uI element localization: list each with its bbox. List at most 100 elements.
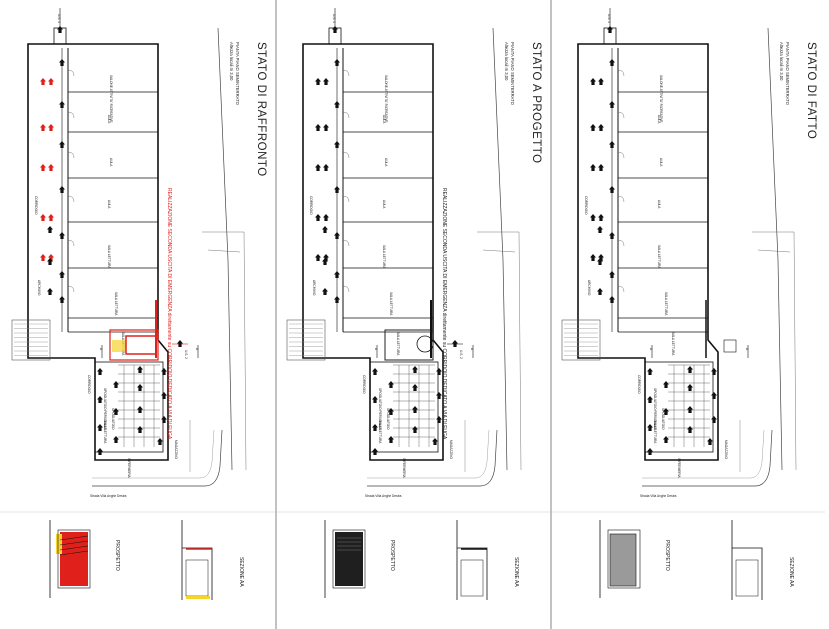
exit-arrow-icon: [598, 78, 604, 85]
exit-arrow-icon: [137, 384, 143, 391]
exit-arrow-icon: [315, 254, 321, 261]
arrow-shape: [598, 214, 604, 221]
arrow-shape: [40, 214, 46, 221]
arrow-shape: [412, 406, 418, 413]
exit-label: U.S. 2: [184, 350, 188, 359]
section-label: SEZIONE AA: [513, 557, 519, 587]
arrow-shape: [597, 226, 603, 233]
exit-arrow-icon: [323, 164, 329, 171]
arrow-shape: [334, 232, 340, 239]
elevation-opening: [609, 533, 637, 587]
exit-arrow-icon: [137, 366, 143, 373]
exit-arrow-icon: [97, 368, 103, 375]
exit-arrow-icon: [48, 164, 54, 171]
exit-arrow-icon: [322, 258, 328, 265]
elevation-opening: [60, 532, 88, 586]
exit-label: U.S. 1: [57, 14, 61, 23]
arrow-shape: [137, 406, 143, 413]
room-label: SPOGLIATOIO: [386, 408, 390, 430]
room-label: CORRIDOIO: [34, 196, 38, 215]
panel-progetto: SALONE ATTIVITA' RICREATIVEAULAAULAAULAS…: [275, 8, 550, 600]
room-label: AULA: [382, 200, 386, 209]
exit-fill: [112, 340, 126, 352]
exit-arrow-icon: [137, 426, 143, 433]
arrow-shape: [372, 396, 378, 403]
arrow-shape: [707, 438, 713, 445]
elevation-detail: [49, 520, 91, 598]
room-label: SALONE ATTIVITA' RICREATIVE: [659, 75, 663, 123]
height-note: Altezza locali m 3,00: [779, 42, 784, 81]
arrow-shape: [322, 258, 328, 265]
exit-arrow-icon: [161, 392, 167, 399]
exit-arrow-icon: [372, 448, 378, 455]
exit-arrow-icon: [47, 288, 53, 295]
room-label: SALONE ATTIVITA' RICREATIVE: [384, 75, 388, 123]
arrow-shape: [609, 186, 615, 193]
arrow-shape: [388, 381, 394, 388]
arrow-shape: [315, 164, 321, 171]
door-swing: [617, 195, 625, 203]
room-label: AULA: [109, 158, 113, 167]
exit-arrow-icon: [161, 368, 167, 375]
exit-label: U.S. 1: [332, 14, 336, 23]
arrow-shape: [47, 288, 53, 295]
arrow-shape: [452, 340, 458, 347]
exit-arrow-icon: [597, 288, 603, 295]
panel-title: STATO DI RAFFRONTO: [255, 42, 267, 177]
room-label: MAGAZZINO: [174, 440, 178, 459]
exit-arrow-icon: [59, 101, 65, 108]
arrow-shape: [687, 406, 693, 413]
room-label: AULA: [107, 115, 111, 124]
section-outline: [181, 520, 213, 600]
arrow-shape: [59, 186, 65, 193]
door-swing: [617, 239, 625, 247]
door-swing: [67, 195, 75, 203]
door-swing: [342, 195, 350, 203]
arrow-shape: [334, 296, 340, 303]
exit-arrow-icon: [59, 232, 65, 239]
arrow-shape: [647, 368, 653, 375]
exit-arrow-icon: [322, 226, 328, 233]
street-curve: [367, 429, 490, 479]
arrow-shape: [687, 384, 693, 391]
street-edge: [492, 27, 508, 471]
arrow-shape: [97, 396, 103, 403]
exit-arrow-icon: [607, 26, 613, 33]
service-block: [94, 361, 164, 453]
exit-arrow-icon: [436, 416, 442, 423]
elevation-detail: [324, 520, 366, 598]
exit-arrow-icon: [48, 214, 54, 221]
arrow-shape: [40, 254, 46, 261]
door-swing: [67, 69, 75, 77]
exit-arrow-icon: [372, 424, 378, 431]
section-outline: [456, 520, 488, 600]
room-label: MAGAZZINO: [449, 440, 453, 459]
height-note: Altezza locali m 3,00: [504, 42, 509, 81]
exit-arrow-icon: [372, 368, 378, 375]
section-detail: [181, 520, 213, 600]
exit-arrow-icon: [48, 78, 54, 85]
arrow-shape: [334, 141, 340, 148]
arrow-shape: [609, 232, 615, 239]
section-room: [460, 559, 484, 597]
arrow-shape: [48, 78, 54, 85]
section-letter: A: [470, 348, 474, 351]
exit-arrow-icon: [315, 164, 321, 171]
room-label: SALA LETTURA: [396, 332, 400, 356]
exit-arrow-icon: [40, 214, 46, 221]
emergency-exit-area: [109, 329, 159, 361]
room-label: SALA LETTURA: [378, 420, 382, 444]
exit-arrow-icon: [388, 436, 394, 443]
exit-arrow-icon: [687, 366, 693, 373]
arrow-shape: [598, 124, 604, 131]
room-label: ARCHIVIO: [587, 280, 591, 296]
street-label: Strada Villa Anghe Destra: [365, 494, 402, 498]
hatch: [59, 545, 89, 551]
room-label: SPOGLIATOIO: [111, 408, 115, 430]
room-label: CORRIDOIO: [362, 375, 366, 394]
door-swing: [617, 69, 625, 77]
arrow-shape: [59, 271, 65, 278]
street-edge: [482, 249, 516, 253]
arrow-shape: [113, 408, 119, 415]
